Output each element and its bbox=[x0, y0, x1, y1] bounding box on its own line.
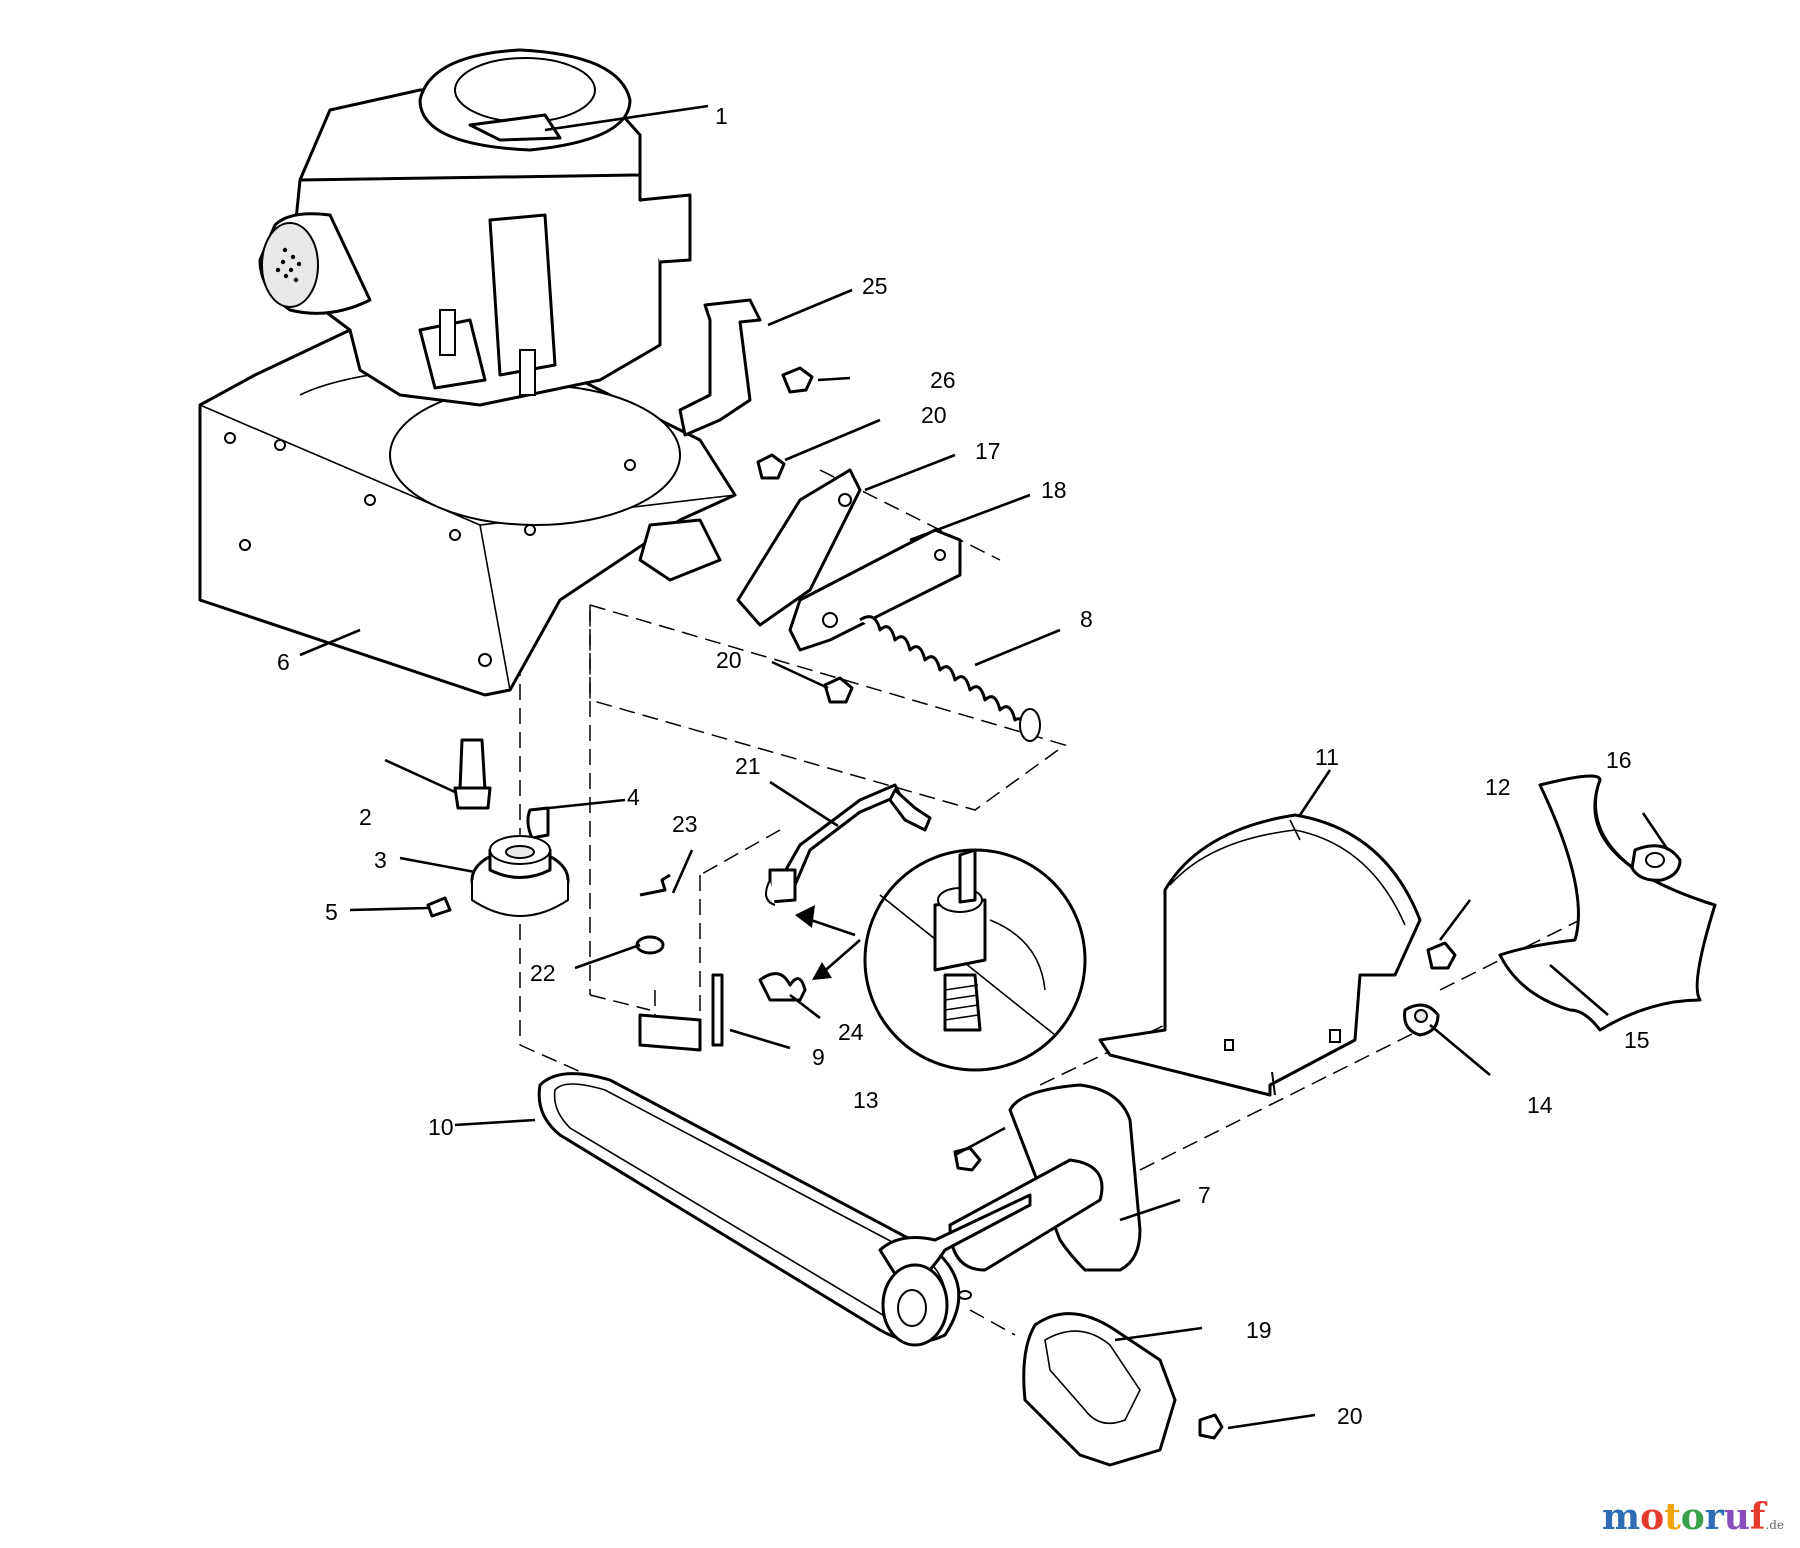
engine bbox=[258, 48, 692, 407]
callout-8: 8 bbox=[1080, 606, 1093, 632]
pulley-parts bbox=[426, 738, 570, 918]
watermark-letter: o bbox=[1640, 1496, 1665, 1538]
impeller bbox=[1498, 774, 1717, 1032]
detail-arrows bbox=[795, 905, 861, 980]
muffler-grille bbox=[275, 247, 302, 283]
watermark-logo: motoruf.de bbox=[1602, 1496, 1784, 1538]
callout-22: 22 bbox=[530, 960, 556, 986]
callout-labels: 1 2 3 4 5 6 7 8 9 10 11 12 13 14 15 16 1… bbox=[277, 103, 1650, 1429]
callout-11: 11 bbox=[1315, 744, 1339, 770]
callout-12: 12 bbox=[1485, 774, 1511, 800]
watermark-letter: o bbox=[1680, 1496, 1705, 1538]
belt-cover bbox=[1022, 1312, 1224, 1467]
callout-5: 5 bbox=[325, 899, 338, 925]
watermark-letter: f bbox=[1749, 1496, 1766, 1538]
watermark-suffix: .de bbox=[1765, 1518, 1784, 1532]
watermark-letter: m bbox=[1601, 1496, 1641, 1538]
callout-24: 24 bbox=[838, 1019, 864, 1045]
callout-2: 2 bbox=[359, 804, 372, 830]
callout-26: 26 bbox=[930, 367, 956, 393]
watermark-letter: u bbox=[1723, 1496, 1750, 1538]
shroud bbox=[1098, 813, 1422, 1097]
callout-3: 3 bbox=[374, 847, 387, 873]
callout-6: 6 bbox=[277, 649, 290, 675]
plate-holes bbox=[224, 432, 636, 667]
watermark-letter: r bbox=[1704, 1496, 1724, 1538]
callout-10: 10 bbox=[428, 1114, 454, 1140]
hardware bbox=[1403, 844, 1682, 1037]
watermark-letter: t bbox=[1664, 1496, 1681, 1538]
callout-23: 23 bbox=[672, 811, 698, 837]
callout-14: 14 bbox=[1527, 1092, 1553, 1118]
callout-25: 25 bbox=[862, 273, 888, 299]
callout-1: 1 bbox=[715, 103, 728, 129]
spring bbox=[859, 615, 1041, 742]
detail-view bbox=[863, 848, 1087, 1072]
callout-7: 7 bbox=[1198, 1182, 1211, 1208]
callout-15: 15 bbox=[1624, 1027, 1650, 1053]
callout-21: 21 bbox=[735, 753, 761, 779]
callout-20-middle: 20 bbox=[716, 647, 742, 673]
bracket-assembly bbox=[678, 298, 962, 704]
callout-17: 17 bbox=[975, 438, 1001, 464]
mounting-plate bbox=[198, 323, 737, 697]
lever-assembly bbox=[635, 783, 932, 1052]
callout-16: 16 bbox=[1606, 747, 1632, 773]
callout-19: 19 bbox=[1246, 1317, 1272, 1343]
callout-20-lower: 20 bbox=[1337, 1403, 1363, 1429]
axle-housing bbox=[878, 1083, 1142, 1347]
callout-13: 13 bbox=[853, 1087, 879, 1113]
callout-18: 18 bbox=[1041, 477, 1067, 503]
callout-20-upper: 20 bbox=[921, 402, 947, 428]
callout-9: 9 bbox=[812, 1044, 825, 1070]
callout-4: 4 bbox=[627, 784, 640, 810]
leader-lines bbox=[299, 104, 1670, 1430]
